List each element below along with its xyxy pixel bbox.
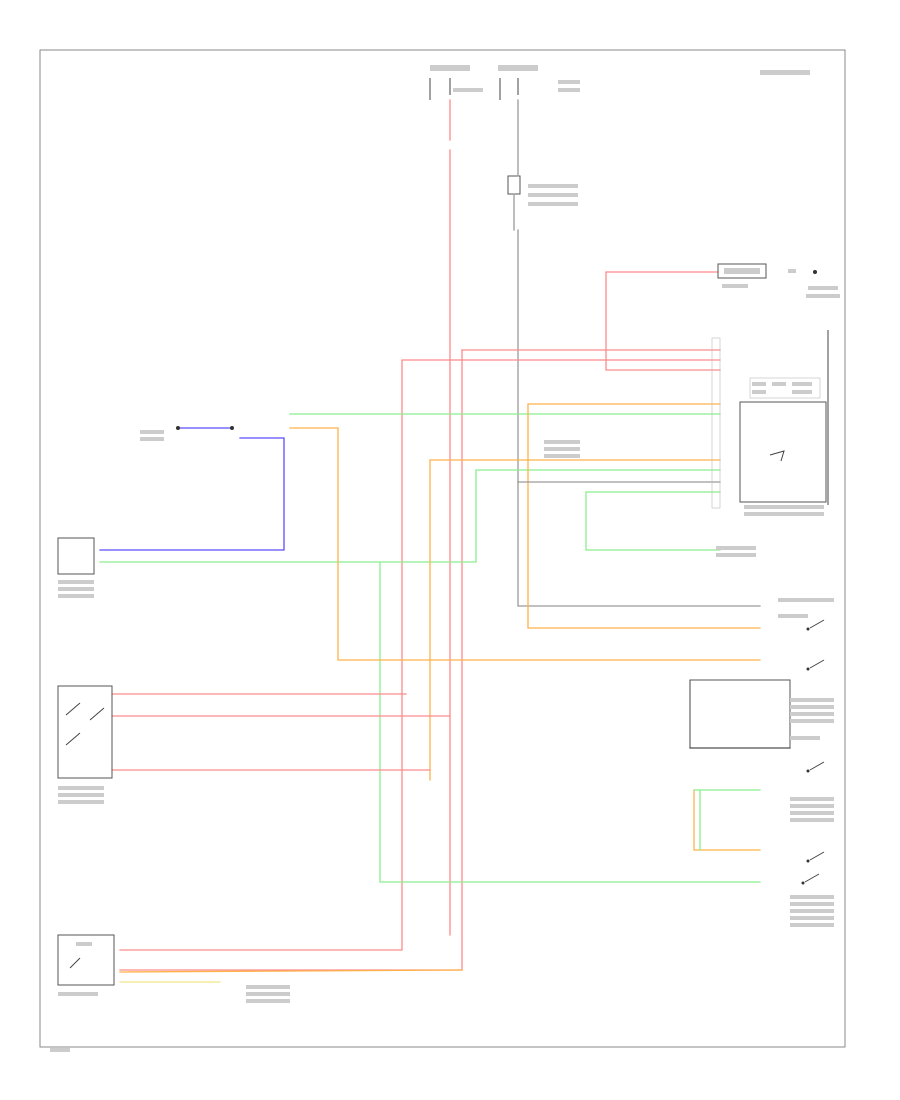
wire-green-9 bbox=[379, 561, 761, 883]
blower-switch bbox=[57, 685, 113, 804]
inline-fuse bbox=[507, 175, 578, 206]
switch-contacts bbox=[801, 619, 825, 885]
right-side-labels bbox=[50, 440, 834, 1052]
wire-orange-11 bbox=[289, 427, 761, 661]
pressure-switch-3 bbox=[790, 895, 834, 927]
wire-orange-5 bbox=[119, 969, 463, 973]
diagram-frame bbox=[39, 49, 846, 1048]
wire-orange-19 bbox=[693, 789, 761, 851]
wire-red-2 bbox=[605, 271, 721, 371]
wire-green-16 bbox=[585, 491, 721, 551]
diagram-code-label bbox=[760, 70, 810, 75]
ac-switch-label bbox=[140, 426, 234, 441]
wire-red-3 bbox=[119, 349, 721, 951]
wire-orange-10 bbox=[527, 403, 761, 629]
wire-blue-13 bbox=[99, 437, 285, 551]
wire-harness bbox=[99, 99, 791, 983]
engine-control-module bbox=[57, 537, 95, 598]
pressure-switch-2 bbox=[790, 797, 834, 822]
battery-component bbox=[717, 263, 840, 298]
wire-gray-1 bbox=[513, 99, 761, 607]
blower-motor bbox=[57, 934, 115, 996]
wire-orange-12 bbox=[429, 459, 721, 781]
wire-green-8 bbox=[99, 469, 721, 563]
wire-green-20 bbox=[693, 789, 761, 851]
relay-control-module bbox=[711, 330, 829, 516]
pressure-switch-1 bbox=[689, 679, 834, 749]
fuse-block-right bbox=[498, 65, 580, 100]
fuse-block-left bbox=[429, 65, 483, 100]
wire-red-15 bbox=[111, 693, 451, 771]
